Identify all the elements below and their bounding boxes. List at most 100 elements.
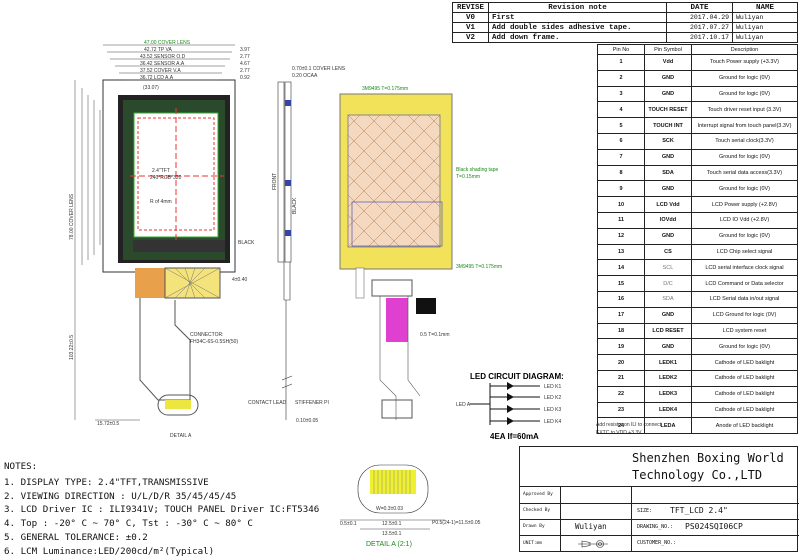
dim-sensor-od: 43.52 SENSOR O.D bbox=[140, 54, 186, 60]
rev-code: V0 bbox=[452, 12, 489, 23]
pin-symbol: SCL bbox=[644, 259, 692, 277]
label-shading-1: Black shading tape bbox=[456, 167, 498, 173]
pin-symbol: GND bbox=[644, 180, 692, 198]
dim-tp-va: 42.72 TP VA bbox=[144, 47, 172, 53]
rev-header-note: Revision note bbox=[488, 2, 667, 13]
pin-symbol: GND bbox=[644, 338, 692, 356]
dim-small-3: 4.67 bbox=[240, 61, 250, 67]
projection-symbol-icon bbox=[578, 540, 608, 548]
label-tape-top: 3M9495 T=0.175mm bbox=[362, 86, 408, 92]
dim-cover-lens-h: 78.00 COVER LENS bbox=[69, 193, 75, 240]
pin-symbol: TOUCH RESET bbox=[644, 101, 692, 119]
customer-no-label: CUSTOMER_NO.: bbox=[637, 540, 677, 546]
detail-a-view: W=0.3±0.03 P0.5(24-1)=11.5±0.05 12.5±0.1… bbox=[340, 464, 481, 548]
pin-symbol: LCD Vdd bbox=[644, 196, 692, 213]
pin-description: Cathode of LED baklight bbox=[691, 401, 798, 419]
pin-table-header: Pin No Pin Symbol Description bbox=[597, 44, 798, 55]
pin-number: 4 bbox=[597, 101, 645, 119]
drawing-no-label: DRAWING_NO.: bbox=[637, 524, 674, 530]
pin-symbol: SCK bbox=[644, 132, 692, 150]
pin-number: 10 bbox=[597, 196, 645, 213]
size-value: TFT_LCD 2.4" bbox=[670, 506, 728, 515]
pin-symbol: LCD RESET bbox=[644, 322, 692, 340]
rev-code: V2 bbox=[452, 32, 489, 43]
led-k3: LED K3 bbox=[544, 407, 561, 413]
pin-number: 23 bbox=[597, 401, 645, 419]
revision-row: V1 Add double sides adhesive tape. 2017.… bbox=[452, 22, 798, 33]
pin-number: 8 bbox=[597, 164, 645, 182]
detail-dim-05: 0.5±0.1 bbox=[340, 521, 357, 527]
dim-left-total: 103.22±0.5 bbox=[69, 335, 75, 360]
connector-label-1: CONNECTOR: bbox=[190, 332, 224, 338]
pin-symbol: SDA bbox=[644, 164, 692, 182]
pin-symbol: LEDK1 bbox=[644, 354, 692, 371]
note-item: 4. Top : -20° C ~ 70° C, Tst : -30° C ~ … bbox=[4, 518, 253, 530]
back-view: 3M9495 T=0.175mm Black shading tape T=0.… bbox=[339, 86, 502, 420]
pin-description: LCD IO Vdd (+2.8V) bbox=[691, 211, 798, 229]
pin-number: 14 bbox=[597, 259, 645, 277]
pin-number: 18 bbox=[597, 322, 645, 340]
pin-number: 21 bbox=[597, 369, 645, 387]
pin-description: Touch Power supply (+3.3V) bbox=[691, 54, 798, 71]
pin-symbol: LEDK4 bbox=[644, 401, 692, 419]
rev-name: Wuliyan bbox=[732, 22, 798, 33]
revision-table: REVISE Revision note DATE NAME V0 First … bbox=[452, 2, 798, 43]
pin-header-desc: Description bbox=[691, 44, 798, 55]
dim-cover-lens-w: 47.00 COVER LENS bbox=[144, 40, 191, 46]
pin-number: 11 bbox=[597, 211, 645, 229]
pin-description: Ground for logic (0V) bbox=[691, 148, 798, 166]
rev-name: Wuliyan bbox=[732, 12, 798, 23]
label-tape-bottom: 3M9495 T=0.175mm bbox=[456, 264, 502, 270]
revision-row: V0 First 2017.04.29 Wuliyan bbox=[452, 12, 798, 23]
screen-text-1: 2.4"TFT bbox=[152, 168, 170, 174]
pin-symbol: LEDK2 bbox=[644, 369, 692, 387]
pin-symbol: GND bbox=[644, 227, 692, 245]
note-item: 1. DISPLAY TYPE: 2.4"TFT,TRANSMISSIVE bbox=[4, 476, 209, 488]
label-shading-2: T=0.15mm bbox=[456, 174, 480, 180]
detail-a-title: DETAIL A (2:1) bbox=[366, 541, 412, 548]
pin-number: 20 bbox=[597, 354, 645, 371]
fpc-hatch bbox=[164, 267, 221, 299]
bottom-bezel bbox=[133, 240, 225, 252]
pin-header-symbol: Pin Symbol bbox=[644, 44, 692, 55]
dim-lcd-aa: 36.72 LCD A.A bbox=[140, 75, 174, 81]
detail-dim-13: 13.5±0.1 bbox=[382, 531, 402, 537]
pin-symbol: GND bbox=[644, 69, 692, 87]
pin-number: 5 bbox=[597, 117, 645, 134]
pin-description: Ground for logic (0V) bbox=[691, 69, 798, 87]
title-block: Shenzhen Boxing World Technology Co.,LTD… bbox=[519, 446, 799, 552]
connector-label-2: FH34C-6S-0.5SH(50) bbox=[190, 339, 238, 345]
approved-by-label: Approved By bbox=[523, 492, 553, 497]
pin-number: 22 bbox=[597, 385, 645, 403]
dim-4-0: 4±0.40 bbox=[232, 277, 247, 283]
pin-number: 6 bbox=[597, 132, 645, 150]
rev-name: Wuliyan bbox=[732, 32, 798, 43]
detail-dim-w: W=0.3±0.03 bbox=[376, 506, 403, 512]
dim-sensor-aa: 36.42 SENSOR A.A bbox=[140, 61, 185, 67]
led-circuit-title: LED CIRCUIT DIAGRAM: bbox=[470, 372, 564, 381]
pin-symbol: D/C bbox=[644, 275, 692, 292]
led-anode-label: LED A bbox=[456, 402, 471, 408]
screen-text-2: 240*RGB*320 bbox=[150, 175, 182, 181]
label-detail-a: DETAIL A bbox=[170, 433, 192, 439]
dim-small-1: 3.97 bbox=[240, 47, 250, 53]
pin-number: 2 bbox=[597, 69, 645, 87]
pin-symbol: GND bbox=[644, 306, 692, 324]
label-stiffener: STIFFENER PI bbox=[295, 400, 329, 406]
pin-description: LCD Command or Data selector bbox=[691, 275, 798, 292]
label-black2: BLACK bbox=[292, 197, 298, 214]
